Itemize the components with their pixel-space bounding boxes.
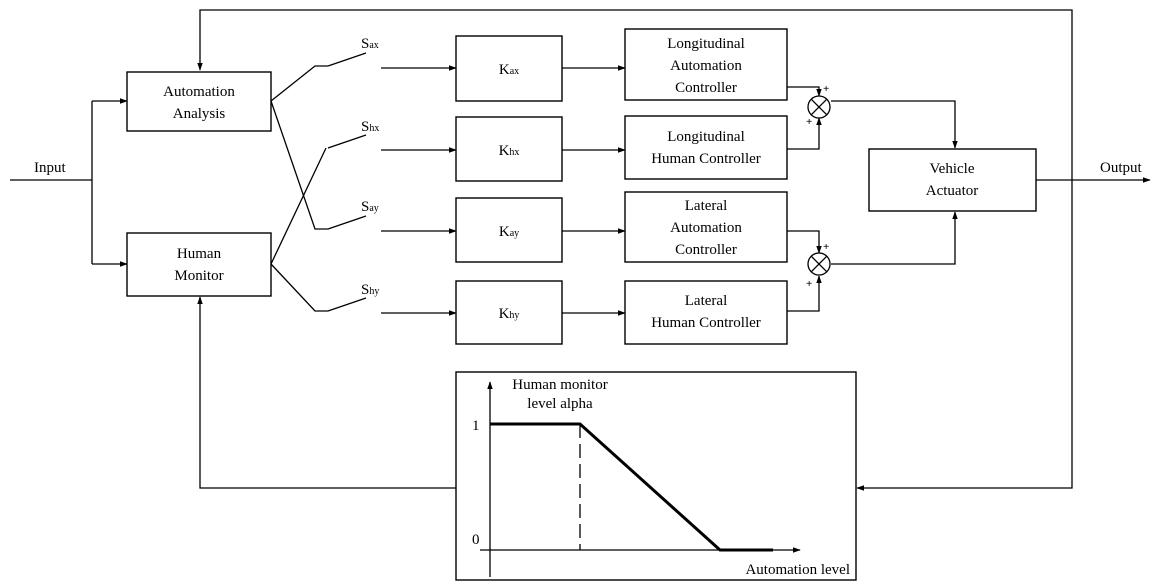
block-label-line: Controller: [675, 80, 737, 96]
sum-long-to-vehicle: [831, 100, 958, 149]
block-label-line: Analysis: [173, 106, 226, 122]
switch-ax-blade: [327, 52, 367, 67]
gain-block-khx: Khx: [455, 116, 563, 182]
gain-symbol: K: [499, 306, 510, 322]
lat-human-to-sum: [787, 275, 822, 312]
block-label-line: Automation: [670, 220, 742, 236]
switch-label-shy: Shy: [361, 282, 379, 298]
svg-text:Khx: Khx: [499, 143, 520, 159]
block-label-line: Lateral: [685, 198, 727, 214]
monitor-level-curve: [490, 422, 773, 552]
block-label-line: Human Controller: [651, 315, 761, 331]
switch-label-shx: Shx: [361, 119, 379, 135]
long-auto-to-sum: [787, 86, 822, 97]
lateral-human-controller-block: Lateral Human Controller: [624, 280, 788, 345]
plus-sign: +: [806, 116, 812, 128]
switch-label-say: Say: [361, 199, 379, 215]
block-label-line: Controller: [675, 242, 737, 258]
gain-block-kay: Kay: [455, 197, 563, 263]
human-monitor-block: Human Monitor: [126, 232, 272, 297]
block-label-line: Automation: [670, 58, 742, 74]
block-label-line: Automation: [163, 84, 235, 100]
vehicle-actuator-block: Vehicle Actuator: [868, 148, 1037, 212]
block-label-line: Longitudinal: [667, 129, 745, 145]
block-label-line: Human: [177, 246, 222, 262]
switch-label-sax: Sax: [361, 36, 379, 52]
gain-symbol: K: [499, 143, 510, 159]
longitudinal-human-controller-block: Longitudinal Human Controller: [624, 115, 788, 180]
switch-ay-blade: [327, 215, 367, 230]
sum-lat-to-vehicle: [831, 211, 958, 265]
gain-symbol: K: [499, 62, 510, 78]
hm-to-shy: [270, 263, 328, 312]
aa-to-say: [270, 100, 328, 230]
gain-subscript: ay: [510, 228, 519, 239]
gain-subscript: hy: [509, 310, 519, 321]
automation-analysis-block: Automation Analysis: [126, 71, 272, 132]
signal-lines: [10, 9, 1151, 491]
block-label-line: Longitudinal: [667, 36, 745, 52]
inset-frame: [455, 371, 857, 581]
input-label: Input: [34, 160, 66, 176]
switch-hx-blade: [327, 134, 367, 149]
summing-junction-longitudinal: + +: [806, 83, 831, 128]
switch-hy-blade: [327, 297, 367, 312]
summing-junction-lateral: + +: [806, 241, 831, 290]
output-label: Output: [1100, 160, 1143, 176]
block-label-line: Actuator: [926, 183, 978, 199]
gain-block-kax: Kax: [455, 35, 563, 102]
block-label-line: Human Controller: [651, 151, 761, 167]
svg-text:Kay: Kay: [499, 224, 519, 240]
monitor-level-inset: Human monitor level alpha 1 0 Automation…: [455, 371, 857, 581]
lat-auto-to-sum: [787, 230, 822, 254]
tick-label-0: 0: [472, 532, 480, 548]
gain-block-khy: Khy: [455, 280, 563, 345]
block-label-line: Lateral: [685, 293, 727, 309]
inset-to-human-monitor: [197, 296, 456, 489]
aa-to-sax: [270, 65, 328, 102]
gain-subscript: ax: [510, 66, 519, 77]
block-label-line: Monitor: [174, 268, 223, 284]
lateral-automation-controller-block: Lateral Automation Controller: [624, 191, 788, 263]
inset-y-label-line: Human monitor: [512, 377, 607, 393]
feedback-to-automation-analysis: [197, 9, 1073, 180]
block-label-line: Vehicle: [930, 161, 975, 177]
gain-symbol: K: [499, 224, 510, 240]
plus-sign: +: [823, 83, 829, 95]
hm-to-shx: [270, 147, 327, 265]
tick-label-1: 1: [472, 418, 480, 434]
svg-text:Khy: Khy: [499, 306, 520, 322]
plus-sign: +: [806, 278, 812, 290]
inset-x-label: Automation level: [745, 562, 850, 578]
inset-y-label-line: level alpha: [527, 396, 593, 412]
plus-sign: +: [823, 241, 829, 253]
gain-subscript: hx: [509, 147, 519, 158]
svg-text:Kax: Kax: [499, 62, 519, 78]
feedback-to-inset: [856, 180, 1073, 491]
long-human-to-sum: [787, 117, 822, 150]
longitudinal-automation-controller-block: Longitudinal Automation Controller: [624, 28, 788, 101]
